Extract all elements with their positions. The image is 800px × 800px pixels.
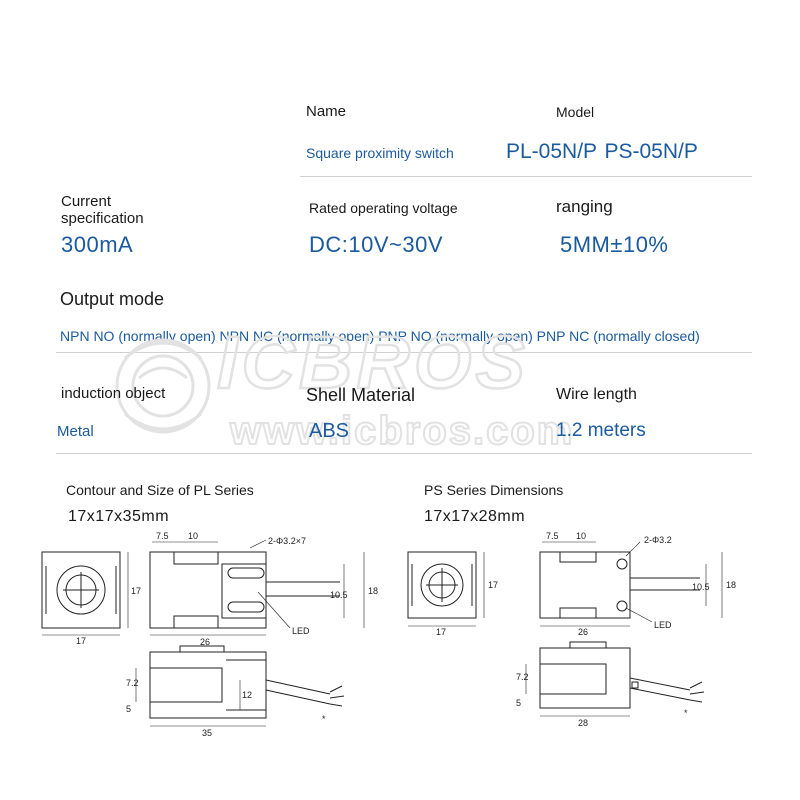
induction-value: Metal xyxy=(57,423,94,440)
output-value: NPN NO (normally open) NPN NC (normally … xyxy=(60,328,700,344)
voltage-value: DC:10V~30V xyxy=(309,232,444,257)
pl-led: LED xyxy=(292,626,310,636)
ps-dim-10: 10 xyxy=(576,531,586,541)
pl-dim-26: 26 xyxy=(200,637,210,647)
ps-star: * xyxy=(684,708,688,718)
ranging-label: ranging xyxy=(556,197,613,216)
pl-dim-front-w: 17 xyxy=(76,636,86,646)
current-label-line1: Current xyxy=(61,193,112,210)
shell-value: ABS xyxy=(309,420,350,442)
pl-dim-hole: 2-Φ3.2×7 xyxy=(268,536,306,546)
model-value: PL-05N/P PS-05N/P xyxy=(506,140,698,163)
ps-dim-7-5: 7.5 xyxy=(546,531,559,541)
ps-series-size: 17x17x28mm xyxy=(424,508,526,525)
divider xyxy=(300,176,752,177)
pl-dim-front-h: 17 xyxy=(131,586,141,596)
divider xyxy=(56,352,752,353)
pl-dim-35: 35 xyxy=(202,728,212,738)
current-value: 300mA xyxy=(61,232,134,257)
voltage-label: Rated operating voltage xyxy=(309,200,458,216)
ps-front-view xyxy=(407,551,477,619)
ps-dim-hole: 2-Φ3.2 xyxy=(644,535,672,545)
pl-bottom-view xyxy=(149,651,267,719)
pl-dim-18: 18 xyxy=(368,586,378,596)
pl-series-drawing: 17 17 7.5 10 2-Φ3.2×7 26 10.5 18 LED 7.2… xyxy=(41,531,378,738)
ps-dim-28: 28 xyxy=(578,718,588,728)
divider xyxy=(56,453,752,454)
wire-value: 1.2 meters xyxy=(556,420,646,441)
ps-series-drawing: 17 17 7.5 10 2-Φ3.2 26 10.5 18 LED 7.2 5… xyxy=(407,531,736,728)
induction-label: induction object xyxy=(61,385,166,402)
pl-front-view xyxy=(41,551,121,629)
shell-label: Shell Material xyxy=(306,385,416,405)
wire-label: Wire length xyxy=(556,386,637,403)
output-label: Output mode xyxy=(60,289,165,309)
pl-dim-10: 10 xyxy=(188,531,198,541)
ps-dim-front-h: 17 xyxy=(488,580,498,590)
ps-dim-26: 26 xyxy=(578,627,588,637)
pl-side-view xyxy=(149,551,267,629)
ps-dim-10-5: 10.5 xyxy=(692,582,710,592)
pl-dim-7-5: 7.5 xyxy=(156,531,169,541)
ps-series-title: PS Series Dimensions xyxy=(424,482,564,498)
ranging-value: 5MM±10% xyxy=(560,232,669,257)
name-value: Square proximity switch xyxy=(306,145,454,161)
ps-dim-5: 5 xyxy=(516,698,521,708)
ps-dim-7-2: 7.2 xyxy=(516,672,529,682)
current-label-line2: specification xyxy=(61,210,144,227)
ps-bottom-view xyxy=(539,647,631,709)
watermark-url: www.icbros.com xyxy=(229,409,574,453)
model-label: Model xyxy=(556,104,595,120)
pl-dim-12: 12 xyxy=(242,690,252,700)
name-label: Name xyxy=(306,103,347,120)
pl-series-size: 17x17x35mm xyxy=(68,508,170,525)
pl-series-title: Contour and Size of PL Series xyxy=(66,482,254,498)
ps-dim-front-w: 17 xyxy=(436,627,446,637)
pl-dim-5: 5 xyxy=(126,704,131,714)
ps-dim-18: 18 xyxy=(726,580,736,590)
pl-dim-10-5: 10.5 xyxy=(330,590,348,600)
pl-star: * xyxy=(322,714,326,724)
ps-led: LED xyxy=(654,620,672,630)
pl-dim-7-2: 7.2 xyxy=(126,678,139,688)
